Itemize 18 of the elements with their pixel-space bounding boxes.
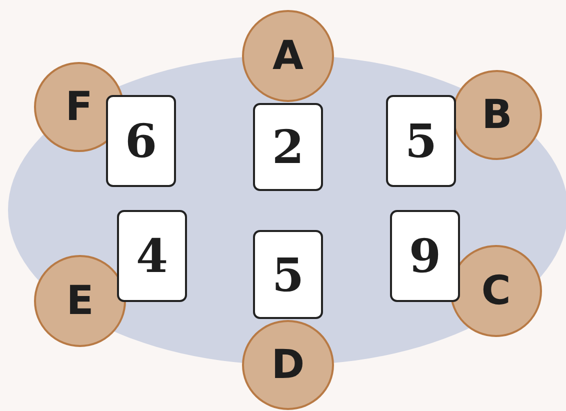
card-number: 5 [404, 118, 437, 164]
playing-card [253, 103, 323, 191]
seat-letter: C [481, 271, 511, 311]
seat-letter: D [271, 345, 305, 385]
card-number: 2 [272, 124, 304, 170]
card-number: 6 [124, 118, 157, 164]
playing-card [386, 95, 456, 187]
card-number: 5 [272, 252, 304, 298]
playing-card [253, 230, 323, 319]
seat-letter: F [65, 87, 93, 127]
seat-letter: A [272, 36, 304, 76]
playing-card [390, 210, 460, 302]
seat-letter: E [66, 281, 94, 321]
playing-card [106, 95, 176, 187]
card-number: 9 [408, 233, 441, 279]
seat-letter: B [482, 95, 512, 135]
card-number: 4 [136, 233, 168, 279]
playing-card [117, 210, 187, 302]
